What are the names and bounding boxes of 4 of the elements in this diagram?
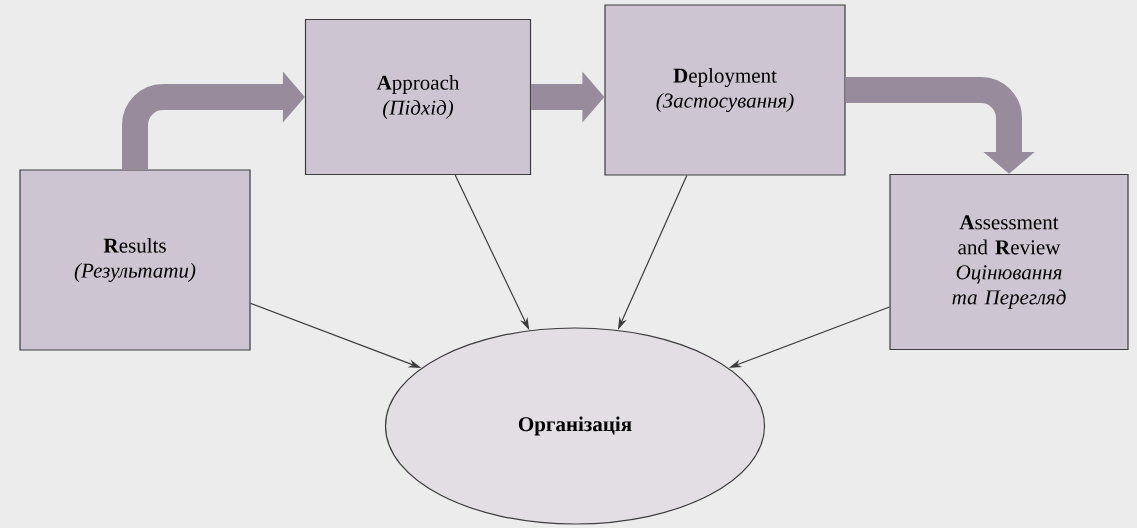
process-box: Approach (Підхід) bbox=[304, 18, 532, 176]
process-box: Assessment and Review Оцінювання та Перегляд bbox=[889, 173, 1129, 351]
process-box: Deployment (Застосування) bbox=[604, 4, 846, 176]
process-box: Results (Результати) bbox=[19, 169, 251, 351]
